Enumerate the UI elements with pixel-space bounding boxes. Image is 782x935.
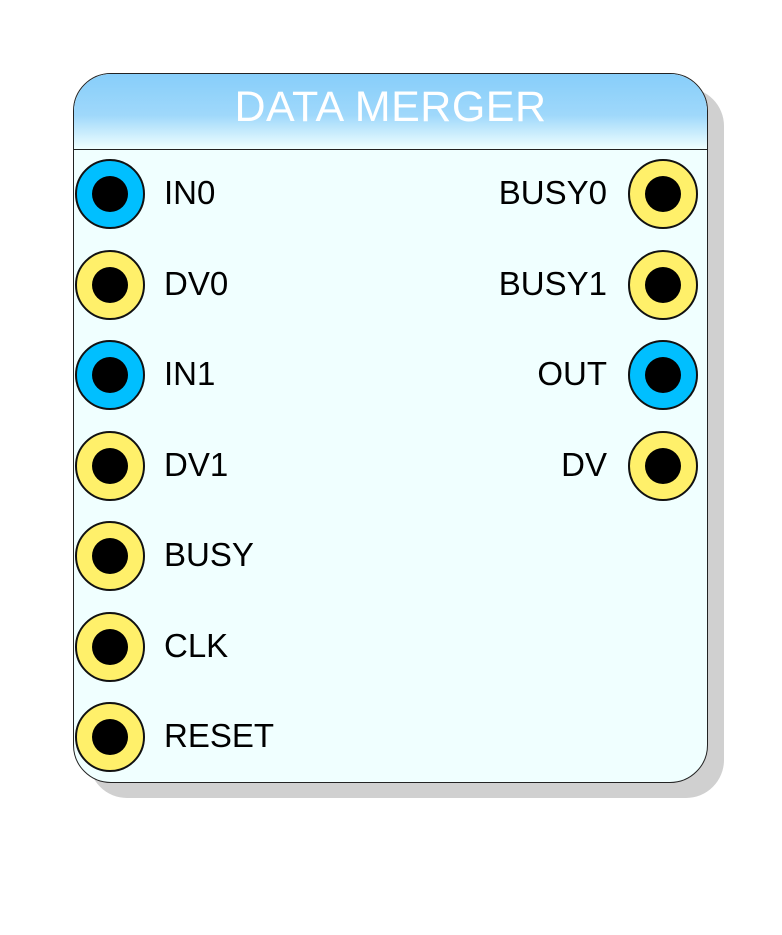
- port-busy1-label: BUSY1: [498, 265, 607, 302]
- port-dv-label: DV: [561, 446, 607, 483]
- port-dv1-label: DV1: [164, 446, 229, 483]
- port-out-connector[interactable]: [628, 340, 698, 410]
- port-clk-connector[interactable]: [75, 612, 145, 682]
- port-busy0-connector[interactable]: [628, 159, 698, 229]
- port-dv0-label: DV0: [164, 265, 229, 302]
- port-in1-label: IN1: [164, 355, 216, 392]
- port-dv1-connector[interactable]: [75, 431, 145, 501]
- port-clk-label: CLK: [164, 627, 229, 664]
- port-out-label: OUT: [537, 355, 607, 392]
- port-busy-connector[interactable]: [75, 521, 145, 591]
- port-dv0-connector[interactable]: [75, 250, 145, 320]
- port-reset-connector[interactable]: [75, 702, 145, 772]
- block-header: DATA MERGER: [74, 74, 707, 150]
- data-merger-block[interactable]: DATA MERGER: [73, 73, 708, 783]
- block-title: DATA MERGER: [234, 83, 547, 131]
- port-in0-label: IN0: [164, 174, 216, 211]
- port-busy0-label: BUSY0: [498, 174, 607, 211]
- port-in1-connector[interactable]: [75, 340, 145, 410]
- port-reset-label: RESET: [164, 717, 275, 754]
- port-in0-connector[interactable]: [75, 159, 145, 229]
- port-busy1-connector[interactable]: [628, 250, 698, 320]
- port-dv-connector[interactable]: [628, 431, 698, 501]
- port-busy-label: BUSY: [164, 536, 254, 573]
